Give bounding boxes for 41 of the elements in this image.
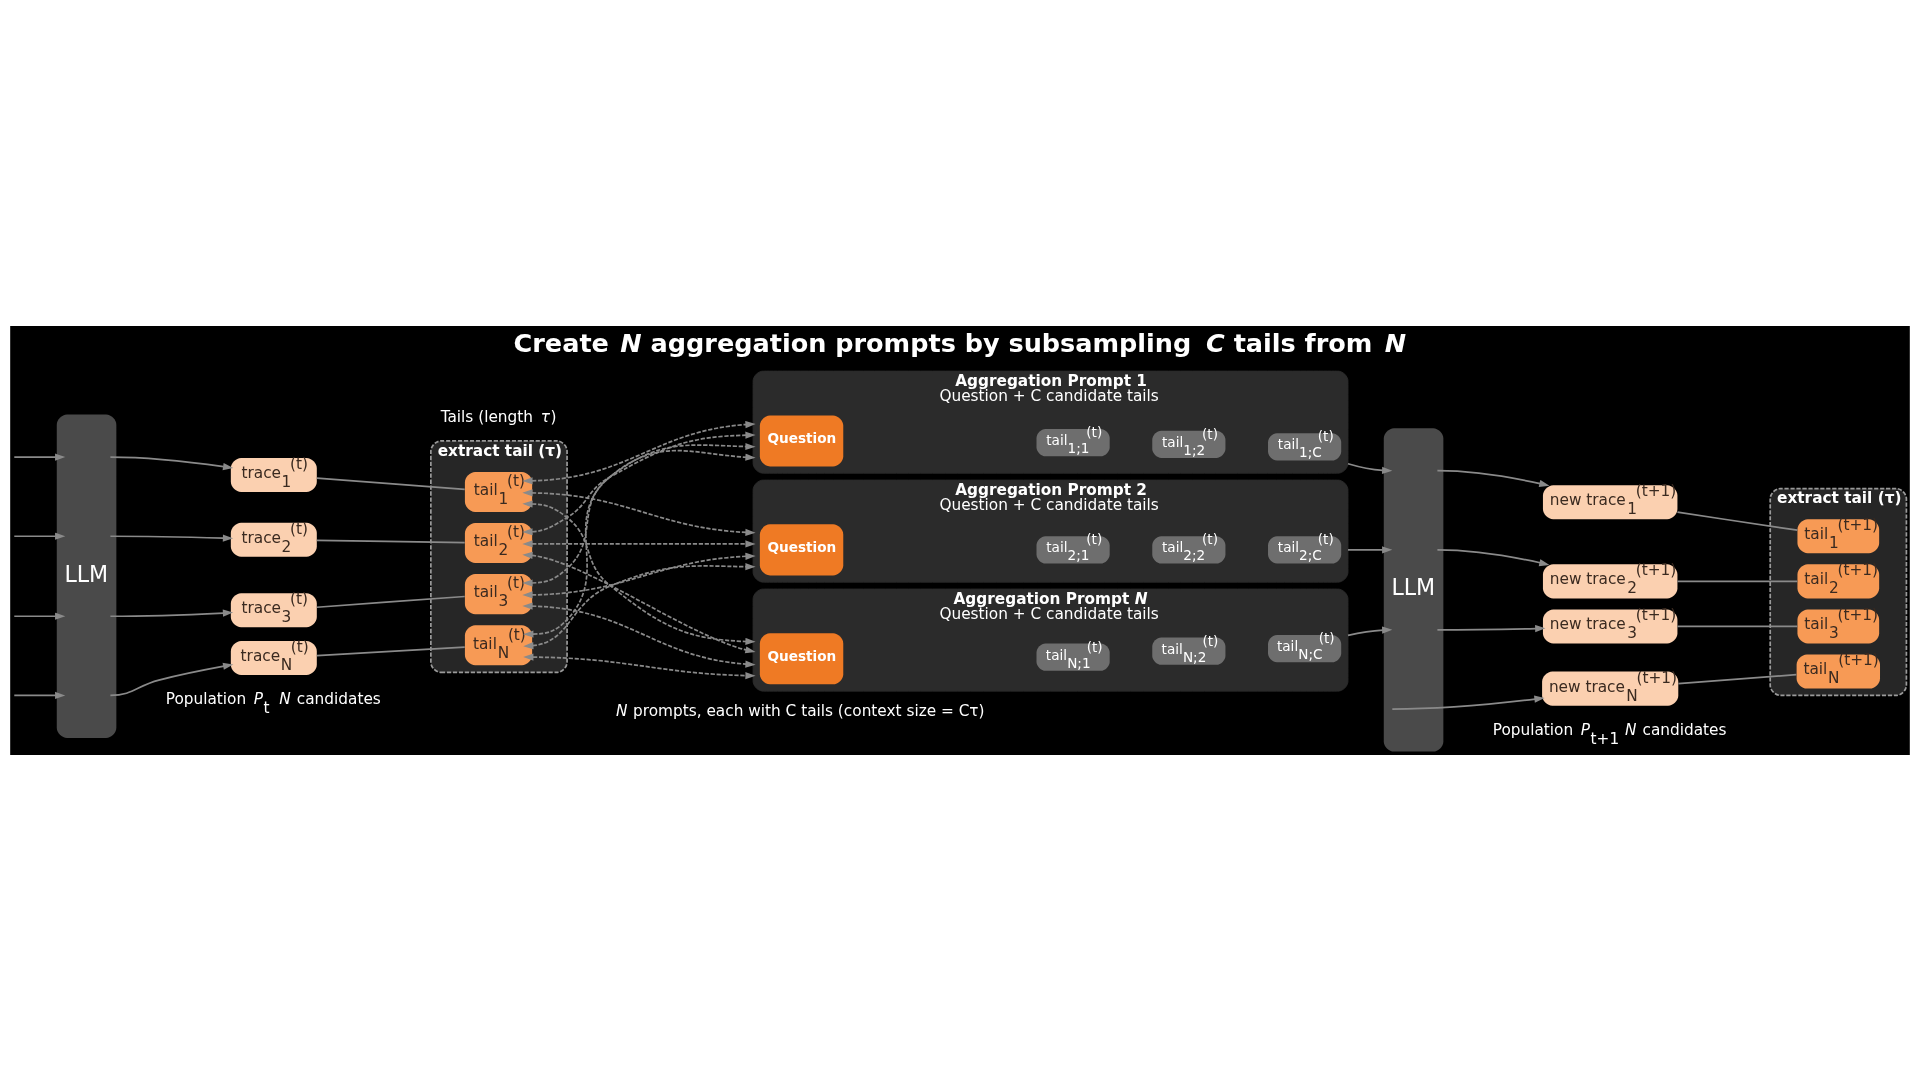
arrow: [109, 455, 234, 470]
arrow: [109, 609, 234, 617]
arrow: [13, 453, 66, 461]
arrow: [1347, 462, 1393, 474]
arrow: [523, 449, 756, 638]
arrow: [523, 653, 756, 679]
arrow: [109, 533, 234, 542]
arrow: [13, 612, 66, 620]
node-box: Question: [759, 523, 844, 575]
arrow: [1436, 624, 1546, 632]
arrow: [522, 488, 756, 536]
arrow: [522, 499, 756, 645]
node-box: Question: [759, 632, 844, 684]
connector: [1676, 625, 1799, 627]
arrow: [522, 552, 756, 598]
connector: [1676, 580, 1799, 582]
arrow: [522, 442, 756, 587]
arrow: [522, 539, 756, 547]
arrow: [522, 431, 756, 535]
arrow: [1436, 469, 1550, 487]
connector: [1677, 673, 1798, 684]
arrow: [522, 551, 756, 653]
arrow: [523, 562, 756, 649]
label: N prompts, each with C tails (context size = Cτ): [616, 701, 985, 720]
arrow: [1391, 695, 1545, 710]
label: Tails (length τ): [440, 407, 557, 426]
connector: [1676, 510, 1799, 531]
connector: [316, 645, 466, 656]
arrow: [522, 420, 756, 484]
node-box: Question: [759, 414, 844, 466]
arrow: [13, 532, 66, 540]
arrow: [109, 662, 234, 696]
arrow: [1347, 545, 1393, 553]
arrow: [13, 691, 66, 699]
arrow: [1436, 548, 1550, 566]
arrow: [522, 602, 756, 668]
arrow: [1347, 626, 1393, 636]
diagram-title: Create N aggregation prompts by subsampling C tails from N: [513, 327, 1407, 358]
connector: [316, 538, 466, 543]
connector: [316, 595, 466, 608]
connector: [316, 476, 466, 490]
